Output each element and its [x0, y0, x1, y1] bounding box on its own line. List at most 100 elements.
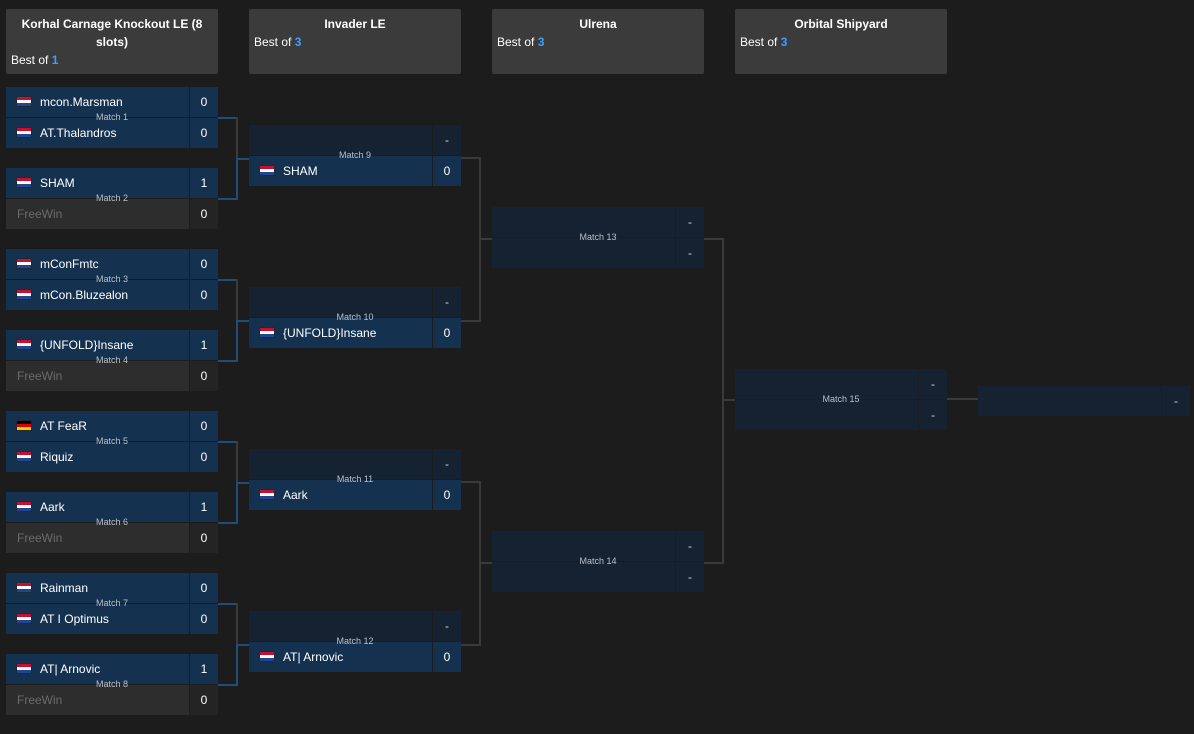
round-title: Orbital Shipyard: [794, 17, 888, 31]
player-name: mcon.Marsman: [40, 95, 123, 109]
player-name: FreeWin: [17, 531, 63, 545]
player-slot-empty[interactable]: -: [492, 238, 704, 268]
connector-line: [236, 158, 249, 160]
player-slot-empty[interactable]: -: [249, 449, 461, 479]
player-score: 0: [432, 480, 461, 510]
winner-score: -: [1161, 386, 1190, 416]
player-slot[interactable]: Riquiz 0: [6, 442, 218, 472]
player-score: 1: [189, 654, 218, 684]
connector-line: [461, 644, 480, 646]
connector-line: [236, 644, 249, 646]
player-score: 1: [189, 168, 218, 198]
player-slot[interactable]: SHAM 1: [6, 168, 218, 198]
round-title: Invader LE: [324, 17, 386, 31]
player-slot[interactable]: FreeWin 0: [6, 523, 218, 553]
player-slot[interactable]: Aark 0: [249, 480, 461, 510]
player-score: -: [675, 562, 704, 592]
player-score: 0: [432, 642, 461, 672]
netherlands-flag-icon: [16, 289, 32, 300]
player-slot[interactable]: Aark 1: [6, 492, 218, 522]
player-slot[interactable]: {UNFOLD}Insane 0: [249, 318, 461, 348]
round-title: Ulrena: [579, 17, 617, 31]
connector-line: [236, 644, 238, 686]
player-name: Aark: [40, 500, 65, 514]
round-header-1: Korhal Carnage Knockout LE (8 slots) Bes…: [6, 9, 218, 74]
player-name: Rainman: [40, 581, 89, 595]
player-score: 0: [189, 87, 218, 117]
player-name: AT I Optimus: [40, 612, 109, 626]
round-best-of: Best of 3: [254, 35, 302, 49]
round-best-of: Best of 3: [740, 35, 788, 49]
player-slot[interactable]: AT FeaR 0: [6, 411, 218, 441]
connector-line: [218, 684, 236, 686]
connector-line: [236, 320, 238, 362]
netherlands-flag-icon: [16, 451, 32, 462]
connector-line: [218, 117, 236, 119]
round-header-3: Ulrena Best of 3: [492, 9, 704, 74]
netherlands-flag-icon: [16, 663, 32, 674]
player-score: -: [918, 400, 947, 430]
connector-line: [704, 238, 723, 240]
player-score: 0: [189, 604, 218, 634]
connector-line: [461, 157, 480, 159]
player-score: -: [432, 449, 461, 479]
player-name: Aark: [283, 488, 308, 502]
player-slot[interactable]: Rainman 0: [6, 573, 218, 603]
player-slot[interactable]: FreeWin 0: [6, 685, 218, 715]
player-slot[interactable]: mCon.Bluzealon 0: [6, 280, 218, 310]
player-slot[interactable]: FreeWin 0: [6, 361, 218, 391]
player-slot[interactable]: {UNFOLD}Insane 1: [6, 330, 218, 360]
round-best-of: Best of 1: [11, 53, 59, 67]
connector-line: [218, 522, 236, 524]
player-score: -: [675, 531, 704, 561]
round-header-2: Invader LE Best of 3: [249, 9, 461, 74]
player-slot[interactable]: FreeWin 0: [6, 199, 218, 229]
player-slot[interactable]: mcon.Marsman 0: [6, 87, 218, 117]
netherlands-flag-icon: [16, 582, 32, 593]
netherlands-flag-icon: [16, 339, 32, 350]
player-score: 0: [189, 573, 218, 603]
player-score: 0: [432, 318, 461, 348]
player-score: 0: [189, 280, 218, 310]
netherlands-flag-icon: [16, 258, 32, 269]
connector-line: [479, 238, 492, 240]
player-score: -: [675, 238, 704, 268]
connector-line: [461, 320, 480, 322]
player-name: AT| Arnovic: [283, 650, 344, 664]
player-name: mCon.Bluzealon: [40, 288, 129, 302]
player-slot-empty[interactable]: -: [492, 531, 704, 561]
player-slot[interactable]: AT.Thalandros 0: [6, 118, 218, 148]
player-slot-empty[interactable]: -: [492, 207, 704, 237]
player-score: 0: [189, 249, 218, 279]
player-score: -: [432, 611, 461, 641]
player-score: 0: [189, 442, 218, 472]
player-name: SHAM: [40, 176, 75, 190]
player-slot[interactable]: AT I Optimus 0: [6, 604, 218, 634]
player-slot[interactable]: AT| Arnovic 1: [6, 654, 218, 684]
player-slot-empty[interactable]: -: [735, 400, 947, 430]
player-name: FreeWin: [17, 693, 63, 707]
player-slot-empty[interactable]: -: [249, 125, 461, 155]
player-name: FreeWin: [17, 207, 63, 221]
connector-line: [947, 398, 978, 400]
player-slot-empty[interactable]: -: [735, 369, 947, 399]
connector-line: [218, 279, 236, 281]
player-slot[interactable]: mConFmtc 0: [6, 249, 218, 279]
winner-slot[interactable]: -: [978, 386, 1190, 416]
connector-line: [479, 562, 492, 564]
player-slot[interactable]: SHAM 0: [249, 156, 461, 186]
player-score: -: [675, 207, 704, 237]
player-score: 0: [189, 411, 218, 441]
connector-line: [461, 481, 480, 483]
connector-line: [218, 441, 236, 443]
player-score: 1: [189, 330, 218, 360]
player-slot[interactable]: AT| Arnovic 0: [249, 642, 461, 672]
round-header-4: Orbital Shipyard Best of 3: [735, 9, 947, 74]
player-slot-empty[interactable]: -: [249, 287, 461, 317]
player-slot-empty[interactable]: -: [249, 611, 461, 641]
player-name: FreeWin: [17, 369, 63, 383]
round-title: Korhal Carnage Knockout LE (8 slots): [21, 17, 203, 49]
connector-line: [236, 158, 238, 200]
connector-line: [236, 482, 238, 524]
player-slot-empty[interactable]: -: [492, 562, 704, 592]
